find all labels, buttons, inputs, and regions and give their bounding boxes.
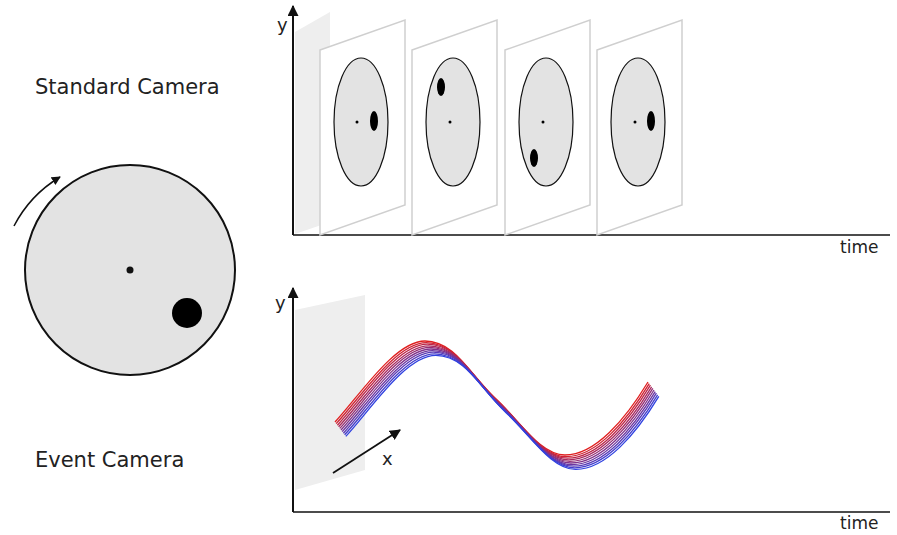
frame-plot <box>293 6 890 235</box>
axis-label: time <box>840 515 878 533</box>
event-stream <box>335 341 659 469</box>
event-plot <box>293 288 890 512</box>
rotating-disk <box>14 165 235 375</box>
camera-title: Standard Camera <box>35 76 220 98</box>
axis-label: y <box>275 294 286 313</box>
axis-label: y <box>277 16 288 35</box>
axis-label: x <box>382 450 393 469</box>
camera-title: Event Camera <box>35 449 184 471</box>
axis-label: time <box>840 239 878 257</box>
